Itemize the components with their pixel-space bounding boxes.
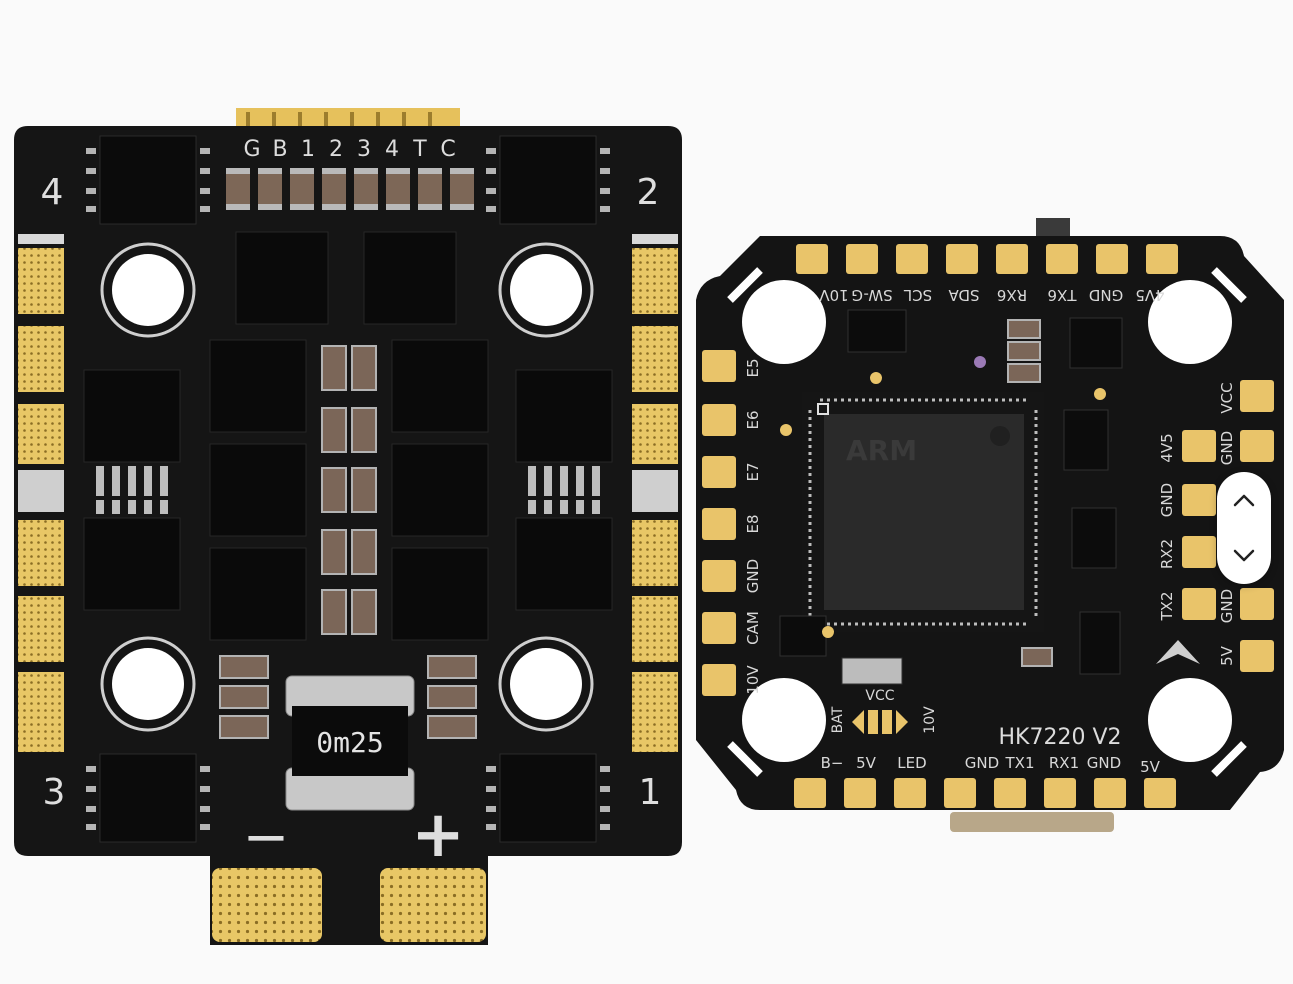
pad-label: GND <box>1087 754 1121 772</box>
fc-left-pads <box>702 350 736 696</box>
header-label: G <box>243 137 260 162</box>
pad-label: RX2 <box>1158 539 1176 569</box>
esc-center-capacitors <box>321 345 377 635</box>
esc-power-pads <box>212 868 486 942</box>
direction-arrow-icon <box>1156 640 1200 664</box>
fc-left-labels: E5 E6 E7 E8 GND CAM 10V <box>744 358 762 694</box>
esc-mosfets <box>83 231 613 641</box>
pad-label: 4V5 <box>1135 286 1164 304</box>
fc-right-labels: VCC 4V5 GND GND RX2 TX2 GND 5V <box>1158 382 1236 666</box>
pad-label: SDA <box>948 286 980 304</box>
header-label: 3 <box>357 137 371 162</box>
pad-label: SW-G <box>851 286 892 304</box>
plus-label: + <box>411 798 465 872</box>
pad-label: 5V <box>856 754 877 772</box>
minus-label: − <box>243 805 290 870</box>
header-label: B <box>272 137 287 162</box>
esc-header-labels: G B 1 2 3 4 T C <box>243 137 455 162</box>
mcu-label: ARM <box>846 434 917 467</box>
motor-label-4: 4 <box>41 172 64 213</box>
inductor-label: 0m25 <box>316 726 383 759</box>
pad-label: 10V <box>819 286 849 304</box>
fc-bottom-labels: B− 5V LED GND TX1 RX1 GND 5V <box>821 754 1161 776</box>
esc-board: 0m25 − + G B 1 2 3 4 T C 4 2 3 1 <box>14 108 682 945</box>
pad-label: GND <box>744 559 762 593</box>
motor-label-3: 3 <box>43 772 66 813</box>
header-label: 2 <box>329 137 343 162</box>
esc-pcb <box>14 126 682 945</box>
pad-label: 4V5 <box>1158 433 1176 462</box>
pad-label: GND <box>1218 589 1236 623</box>
pad-label: RX6 <box>997 286 1027 304</box>
pad-label: E8 <box>744 514 762 533</box>
chevron-down-icon <box>1233 549 1255 562</box>
pad-label: VCC <box>1218 382 1236 413</box>
esc-right-pads <box>632 234 678 752</box>
pad-label: 5V <box>1140 758 1161 776</box>
pad-label: CAM <box>744 611 762 645</box>
pad-label: GND <box>1158 483 1176 517</box>
scroll-control <box>1217 472 1271 584</box>
pad-label: E6 <box>744 410 762 429</box>
vcc-label: VCC <box>865 688 894 704</box>
model-label: HK7220 V2 <box>999 725 1122 750</box>
pad-label: GND <box>1218 431 1236 465</box>
pad-label: E5 <box>744 358 762 377</box>
esc-driver-chips <box>99 135 597 843</box>
fc-right-pads <box>1182 380 1274 672</box>
chevron-up-icon <box>1233 494 1255 507</box>
fc-bottom-pads <box>794 778 1176 808</box>
fc-bat-jumper <box>852 710 908 734</box>
fc-top-pads <box>796 244 1178 274</box>
pad-label: SCL <box>903 286 932 304</box>
esc-mounting-holes <box>100 242 594 732</box>
pad-label: LED <box>897 754 926 772</box>
header-label: T <box>412 137 427 162</box>
header-label: 4 <box>385 137 399 162</box>
pad-label: B− <box>821 754 844 772</box>
pad-label: GND <box>1089 286 1123 304</box>
scroll-up-button[interactable] <box>1224 480 1264 520</box>
fc-mounting-holes <box>727 267 1247 777</box>
fc-board: ARM <box>696 218 1284 832</box>
motor-label-1: 1 <box>639 772 662 813</box>
v10-label: 10V <box>922 706 938 734</box>
esc-capacitor-row <box>226 168 474 210</box>
pad-label: GND <box>965 754 999 772</box>
fc-mcu-chip: ARM <box>802 392 1044 632</box>
pad-label: 5V <box>1218 645 1236 666</box>
esc-left-pads <box>18 234 64 752</box>
header-label: C <box>440 137 455 162</box>
header-label: 1 <box>301 137 315 162</box>
motor-label-2: 2 <box>637 172 660 213</box>
fc-components <box>779 309 1123 685</box>
pad-label: RX1 <box>1049 754 1079 772</box>
bat-label: BAT <box>830 706 846 733</box>
pad-label: TX6 <box>1048 286 1078 304</box>
esc-inductor: 0m25 <box>285 675 415 811</box>
pad-label: TX2 <box>1158 592 1176 622</box>
fc-top-labels: 10V SW-G SCL SDA RX6 TX6 GND 4V5 <box>819 286 1165 304</box>
pad-label: 10V <box>744 665 762 695</box>
pad-label: TX1 <box>1005 754 1035 772</box>
scroll-down-button[interactable] <box>1224 536 1264 576</box>
pad-label: E7 <box>744 462 762 481</box>
